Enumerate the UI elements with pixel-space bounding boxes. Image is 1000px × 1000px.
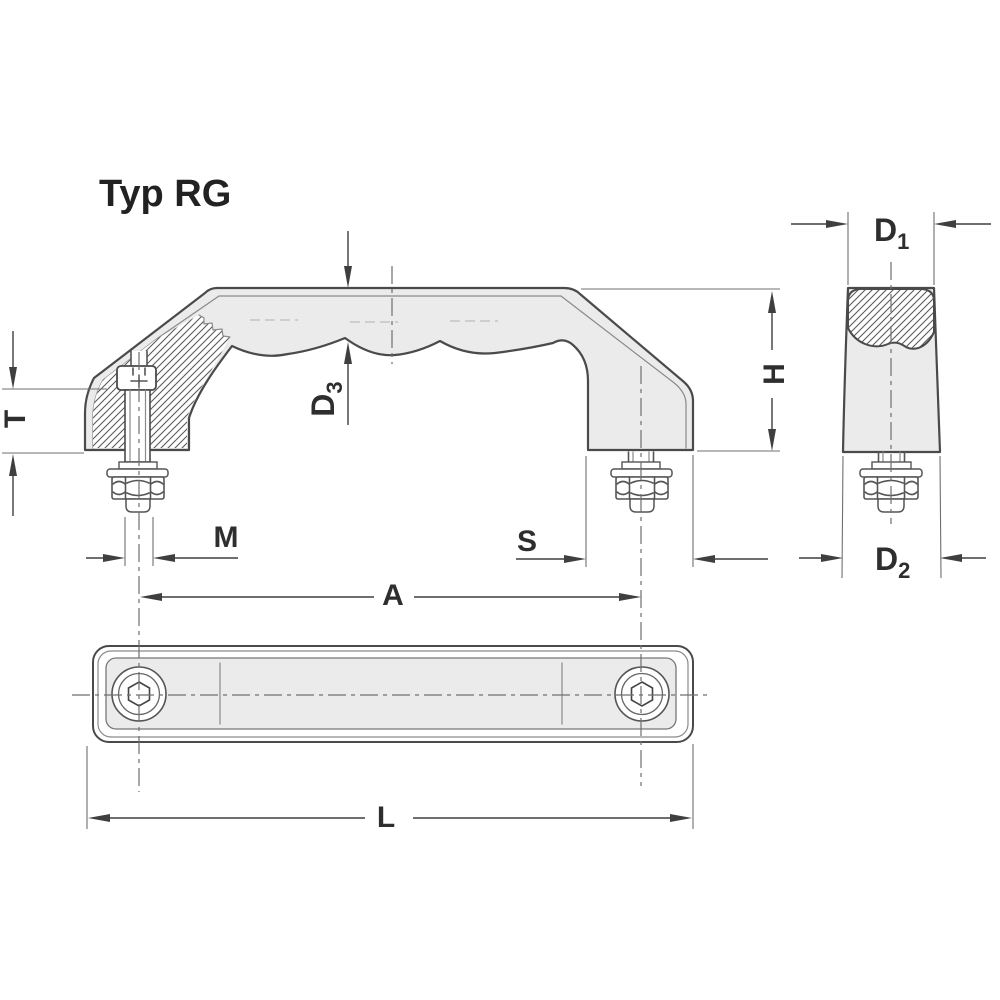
dimension-H: H (581, 288, 791, 452)
dimension-D3: D3 (305, 231, 352, 425)
washer (106, 468, 169, 478)
left-screw (106, 350, 169, 513)
screw-head (116, 365, 157, 391)
leg-projection-lines (219, 662, 563, 725)
plate-face (105, 657, 677, 730)
dimension-label-t: T (0, 410, 32, 428)
dimension-A: A (140, 579, 641, 612)
arrow-left-icon (693, 555, 715, 563)
dimension-label-l: L (377, 801, 395, 834)
arrow-left-icon (140, 593, 162, 601)
screw-thread-lines (882, 451, 901, 463)
screw-shaft (124, 389, 151, 463)
dimension-label-a: A (382, 579, 404, 612)
arrow-right-icon (670, 814, 692, 822)
grip-hidden-lines (250, 319, 498, 323)
arrow-down-icon (9, 367, 17, 389)
plate-outer-inner-line (97, 650, 689, 738)
screw-end (125, 498, 151, 513)
dimension-D1: D1 (791, 212, 991, 285)
dimension-label-s: S (517, 525, 537, 558)
hex-socket (630, 681, 654, 707)
arrow-down-icon (768, 429, 776, 451)
dimension-label-d3: D3 (305, 381, 347, 416)
dimension-T: T (0, 331, 107, 516)
screw-stem (877, 451, 906, 463)
arrow-left-icon (940, 554, 962, 562)
dimension-L: L (86, 744, 694, 834)
arrow-left-icon (88, 814, 110, 822)
bottom-view (92, 645, 694, 743)
dimension-label-m: M (214, 521, 239, 554)
arrow-right-icon (564, 555, 586, 563)
arrow-right-icon (103, 554, 125, 562)
screw-collar (118, 461, 158, 470)
dimension-S: S (516, 455, 768, 567)
arrow-up-icon (768, 291, 776, 313)
screw-stem (627, 451, 655, 463)
dimension-label-d1: D1 (874, 212, 909, 254)
screw-end (877, 498, 905, 513)
drawing-title: Typ RG (99, 173, 231, 215)
front-view (83, 286, 695, 513)
arrow-left-icon (934, 220, 956, 228)
arrow-right-icon (619, 593, 641, 601)
hex-nut-facets (616, 476, 668, 500)
screw-thread-lines (129, 389, 147, 463)
centerlines (72, 262, 892, 792)
bottom-right-socket-screw (614, 666, 670, 722)
arrow-up-icon (344, 342, 352, 364)
screw-end (629, 498, 655, 513)
arrow-right-icon (826, 220, 848, 228)
screw-head-recess (130, 367, 148, 388)
arrow-right-icon (821, 554, 843, 562)
hex-nut-facets (112, 476, 164, 500)
dimension-label-d2: D2 (875, 541, 910, 583)
handle-body (83, 286, 695, 452)
break-line (198, 314, 231, 338)
dimension-label-h: H (758, 363, 791, 385)
dimension-D2: D2 (799, 455, 986, 583)
dimension-M: M (86, 517, 239, 566)
screw-thread-lines (632, 451, 650, 463)
arrow-down-icon (344, 266, 352, 288)
arrow-up-icon (9, 454, 17, 476)
arrow-left-icon (153, 554, 175, 562)
